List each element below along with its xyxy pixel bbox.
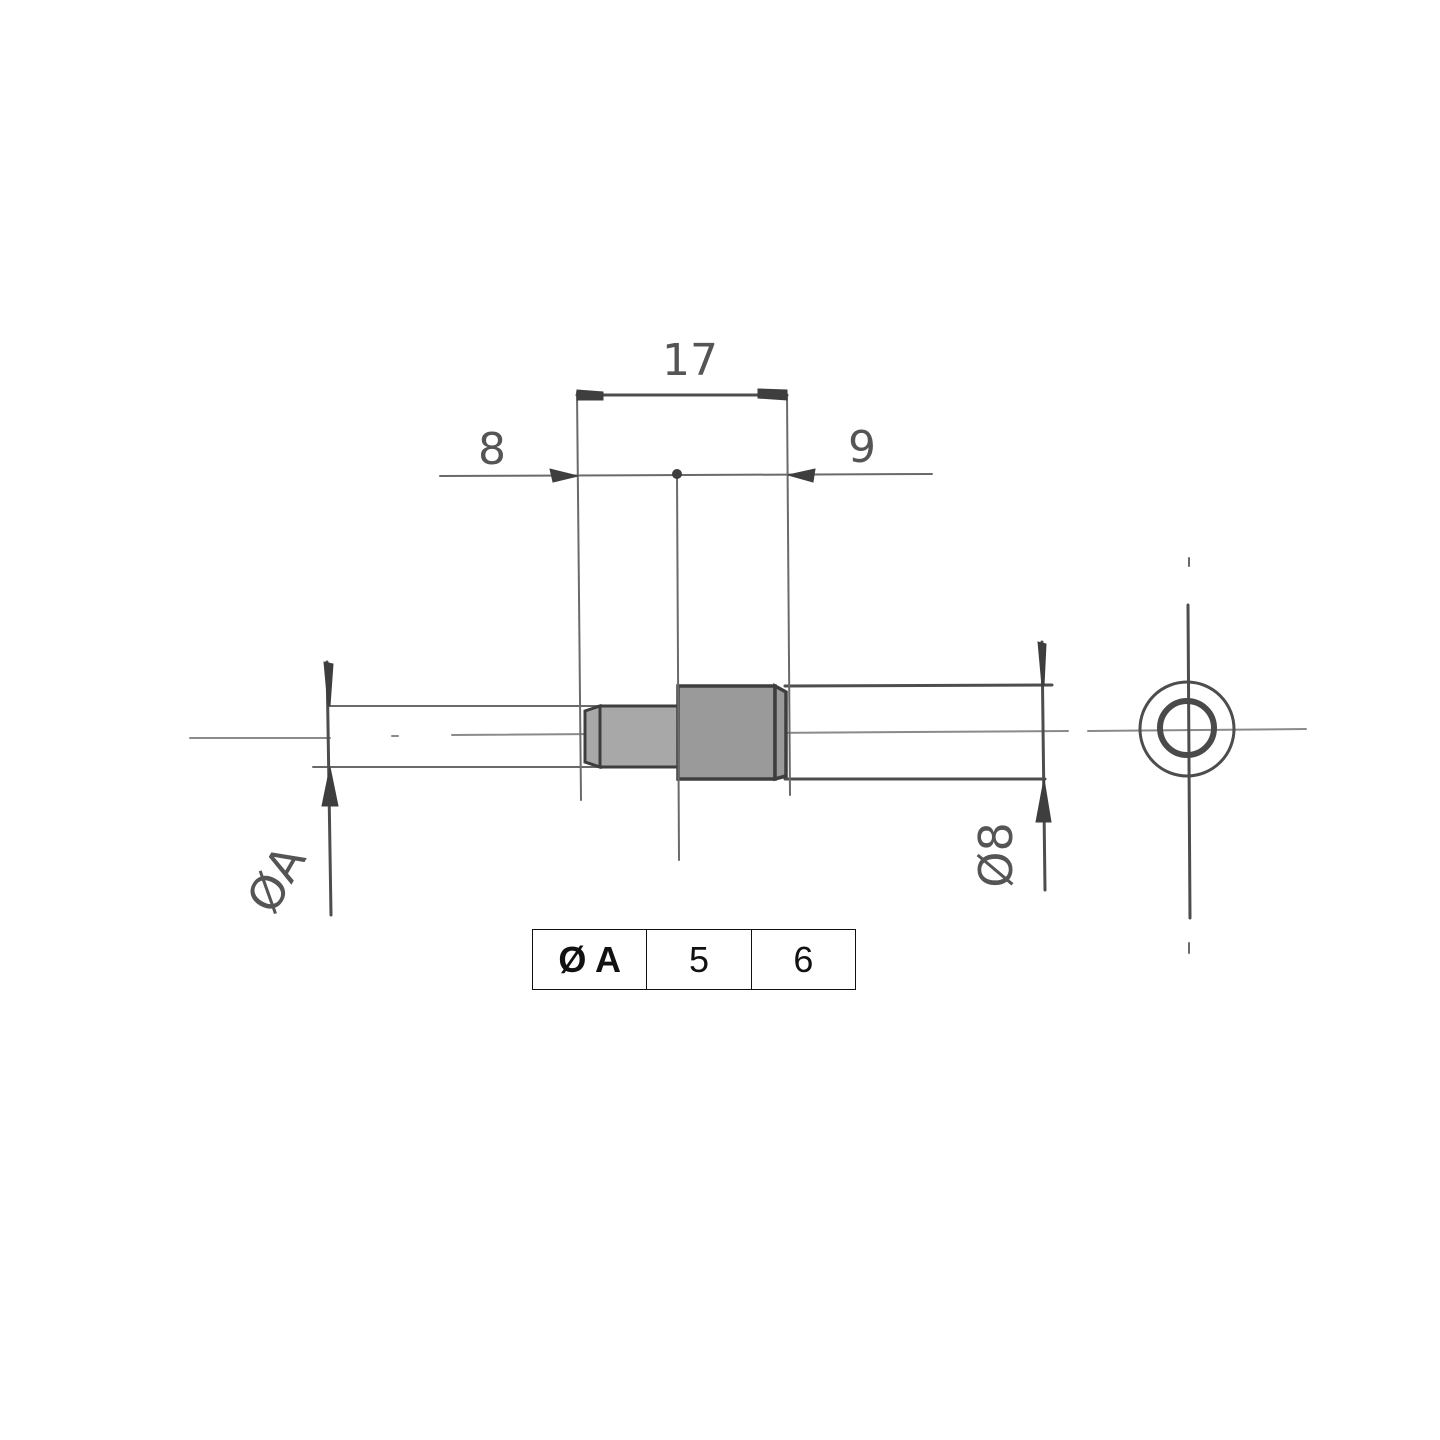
extension-line-x-right [786, 394, 791, 796]
arrow-9 [787, 468, 816, 483]
table-header-dia-a: Ø A [558, 938, 621, 980]
label-dim-17: 17 [662, 335, 718, 386]
shaft-step-small [598, 704, 680, 769]
arrow-dia-left-bottom [321, 766, 339, 807]
label-dia-left: ØA [236, 836, 317, 922]
label-dia-right-text: Ø8 [969, 822, 1023, 888]
chamfer-right [773, 683, 788, 782]
table-cell-value-1: 5 [646, 930, 750, 989]
end-view-outer-circle [1138, 680, 1236, 778]
reference-dot [672, 469, 682, 479]
arrow-dia-right-top [1037, 641, 1047, 687]
table-cell-value-2: 6 [750, 930, 855, 989]
end-view-centerline-h [1087, 728, 1307, 732]
end-view [1087, 557, 1307, 954]
label-dim-9: 9 [848, 422, 876, 473]
variant-table: Ø A 5 6 [532, 929, 856, 990]
label-dim-8: 8 [478, 424, 506, 475]
shaft-step-large [676, 684, 777, 781]
side-view: 17 8 9 ØA Ø8 [189, 335, 1069, 922]
extension-line-top-right [783, 683, 1054, 688]
extension-line-x-left [576, 391, 582, 801]
end-view-inner-circle [1157, 698, 1217, 758]
label-dia-right: Ø8 [969, 822, 1023, 888]
arrow-17-right [757, 388, 788, 401]
arrow-8 [549, 468, 579, 483]
arrow-dia-right-bottom [1035, 778, 1052, 823]
arrow-17-left [576, 389, 604, 401]
extension-line-x-mid [676, 473, 680, 861]
end-view-centerline-v [1186, 603, 1192, 920]
chamfer-left [583, 703, 602, 770]
arrow-dia-left-top [323, 661, 334, 707]
dimension-line-8-9 [439, 473, 933, 477]
label-dia-left-text: ØA [236, 836, 317, 922]
